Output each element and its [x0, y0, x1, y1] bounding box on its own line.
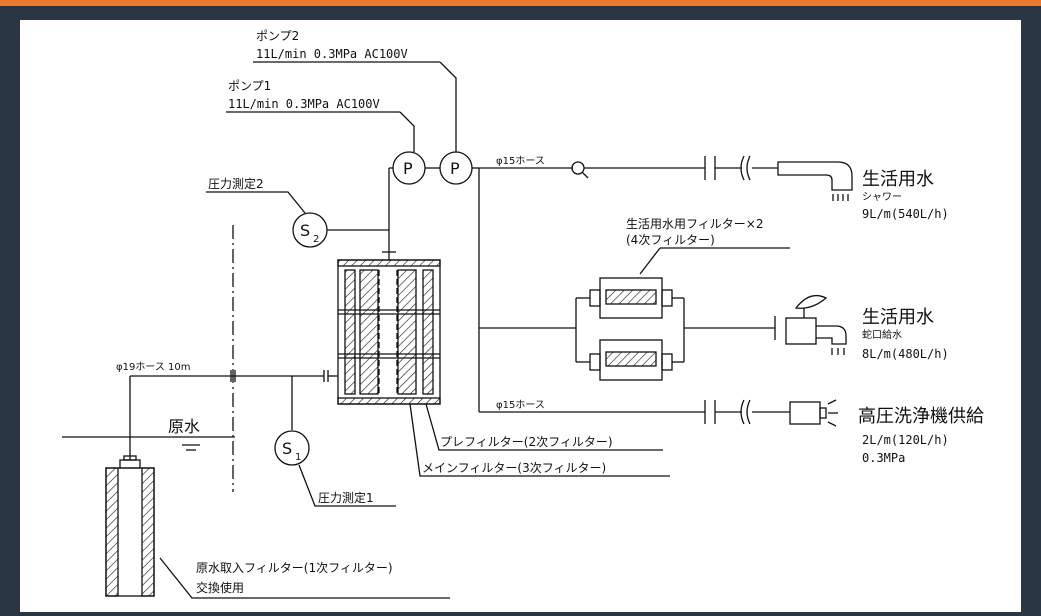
- hose19-label: φ19ホース 10m: [116, 361, 190, 373]
- faucet-icon: [785, 317, 817, 345]
- s1-sub: 1: [295, 452, 301, 463]
- water-filtration-diagram: P P S 2 S 1 ポンプ2 11L/min 0.3MPa AC100V ポ…: [62, 29, 984, 599]
- pump1-symbol: P: [403, 159, 413, 178]
- tap-sub: 蛇口給水: [862, 328, 902, 341]
- intake-sub: 交換使用: [196, 580, 244, 595]
- washer-flow: 2L/m(120L/h): [862, 433, 949, 447]
- washer-pressure: 0.3MPa: [862, 451, 905, 465]
- tap-title: 生活用水: [862, 307, 934, 328]
- pump1-name: ポンプ1: [228, 79, 271, 93]
- diagram-panel: P P S 2 S 1 ポンプ2 11L/min 0.3MPa AC100V ポ…: [20, 20, 1021, 612]
- pressure2-label: 圧力測定2: [208, 176, 264, 191]
- shower-sub: シャワー: [862, 192, 902, 203]
- pressure1-label: 圧力測定1: [318, 490, 374, 505]
- washer-title: 高圧洗浄機供給: [858, 406, 984, 427]
- s2-letter: S: [300, 221, 310, 240]
- filter4-sub: (4次フィルター): [626, 233, 715, 247]
- s1-letter: S: [282, 439, 292, 458]
- intake-title: 原水取入フィルター(1次フィルター): [196, 561, 393, 575]
- prefilter-label: プレフィルター(2次フィルター): [440, 435, 613, 449]
- washer-nozzle-icon: [789, 401, 821, 425]
- shower-flow: 9L/m(540L/h): [862, 207, 949, 221]
- hose15-top-label: φ15ホース: [496, 155, 545, 167]
- hose15-bottom-label: φ15ホース: [496, 399, 545, 411]
- pump2-spec: 11L/min 0.3MPa AC100V: [256, 47, 408, 61]
- shower-icon: [777, 161, 853, 191]
- shower-title: 生活用水: [862, 169, 934, 190]
- mainfilter-label: メインフィルター(3次フィルター): [422, 461, 606, 475]
- pump1-spec: 11L/min 0.3MPa AC100V: [228, 97, 380, 111]
- s1-gauge: [274, 430, 310, 466]
- raw-water-label: 原水: [168, 417, 200, 436]
- tap-flow: 8L/m(480L/h): [862, 347, 949, 361]
- filter4-title: 生活用水用フィルター×2: [626, 217, 763, 231]
- pump2-name: ポンプ2: [256, 29, 299, 43]
- s2-sub: 2: [313, 234, 319, 245]
- pump2-symbol: P: [450, 159, 460, 178]
